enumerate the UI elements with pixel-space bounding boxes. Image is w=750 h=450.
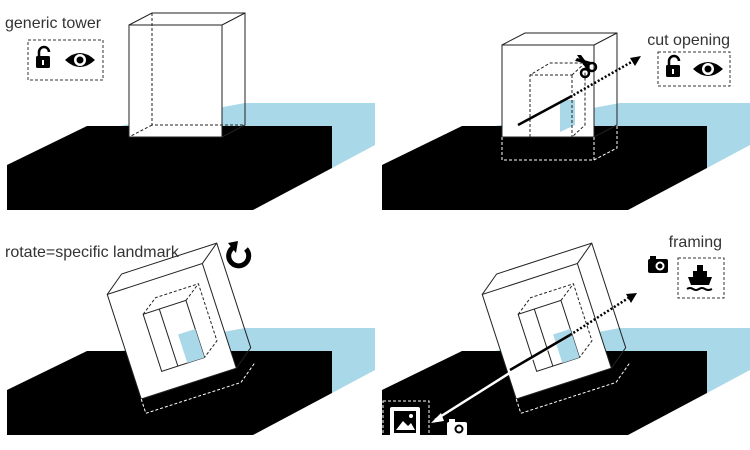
panel-rotate: rotate=specific landmark bbox=[5, 241, 375, 435]
camera-icon bbox=[648, 256, 668, 273]
icon-box bbox=[677, 257, 725, 299]
ship-icon bbox=[686, 265, 713, 291]
view-arrow-dotted bbox=[569, 58, 636, 99]
arrow-head bbox=[431, 413, 444, 423]
rotate-icon bbox=[226, 241, 252, 269]
view-arrow-solid bbox=[509, 333, 571, 372]
arrow-head bbox=[626, 293, 637, 303]
lock-open-icon bbox=[664, 54, 682, 79]
rotated-frame bbox=[106, 242, 256, 414]
icon-box bbox=[382, 400, 430, 447]
tower-box bbox=[128, 12, 246, 138]
arrow-head bbox=[630, 56, 641, 66]
label-cut-opening: cut opening bbox=[647, 32, 730, 49]
panel-cut-opening: cut opening bbox=[382, 32, 750, 210]
label-framing: framing bbox=[669, 234, 722, 251]
view-arrow-solid bbox=[517, 95, 571, 127]
panel-framing: framing bbox=[382, 234, 750, 447]
icon-box bbox=[27, 39, 104, 81]
eye-icon bbox=[65, 53, 95, 67]
icon-box bbox=[657, 51, 731, 87]
eye-icon bbox=[693, 62, 723, 76]
image-icon bbox=[390, 407, 420, 437]
label-generic-tower: generic tower bbox=[5, 15, 102, 32]
scissors-icon bbox=[575, 55, 598, 79]
panel-generic-tower: generic tower bbox=[5, 12, 375, 210]
lock-open-icon bbox=[34, 45, 52, 70]
label-rotate: rotate=specific landmark bbox=[5, 244, 180, 261]
camera-icon bbox=[447, 419, 467, 436]
rotated-frame bbox=[481, 242, 631, 414]
